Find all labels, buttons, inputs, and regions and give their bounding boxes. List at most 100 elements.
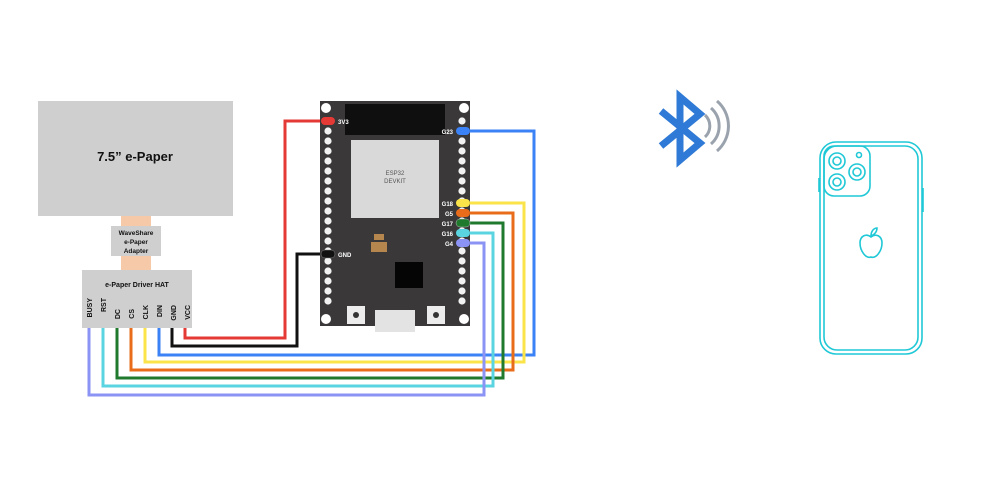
header-pin <box>324 167 332 175</box>
hat-pin-busy: BUSY <box>87 298 94 318</box>
hat-pin-dc: DC <box>115 309 122 319</box>
adapter-line-1: WaveShare <box>119 230 154 237</box>
hat-pin-gnd: GND <box>171 305 178 321</box>
hat-pin-vcc: VCC <box>185 305 192 320</box>
header-pin <box>324 137 332 145</box>
header-pin <box>324 147 332 155</box>
wire-busy <box>87 241 486 397</box>
camera-lens <box>848 163 866 181</box>
esp32-chip <box>351 140 439 218</box>
header-pin <box>458 247 466 255</box>
hat-pin-din: DIN <box>157 305 164 317</box>
pin-g18 <box>456 199 470 207</box>
header-pin <box>324 277 332 285</box>
wire-cs <box>129 211 515 372</box>
hat-pin-clk: CLK <box>143 305 150 319</box>
camera-lens-inner <box>852 167 862 177</box>
chip-line-2: DEVKIT <box>384 179 406 185</box>
header-pin <box>324 157 332 165</box>
pin-gnd <box>320 249 336 259</box>
camera-lens-inner <box>832 177 842 187</box>
mount-hole <box>321 103 331 113</box>
component-smd-2 <box>371 242 387 252</box>
camera-lens-inner <box>832 156 842 166</box>
header-pin <box>458 137 466 145</box>
pin-label-3v3: 3V3 <box>338 120 349 126</box>
boot-button-knob <box>353 312 359 318</box>
pin-g23 <box>456 127 470 135</box>
header-pin <box>324 207 332 215</box>
driver-hat <box>82 270 192 328</box>
wire-vcc <box>183 119 324 340</box>
antenna-area <box>345 104 445 135</box>
phone-inner <box>823 145 919 351</box>
header-pin <box>324 287 332 295</box>
header-pins <box>324 117 466 305</box>
signal-arc-inner <box>703 113 712 139</box>
epaper-title: 7.5” e-Paper <box>97 149 173 164</box>
component-smd-1 <box>374 234 384 240</box>
hat-title: e-Paper Driver HAT <box>105 282 169 289</box>
hat-pin-cs: CS <box>129 309 136 319</box>
bluetooth-icon <box>658 89 730 168</box>
header-pin <box>324 227 332 235</box>
header-pin <box>324 197 332 205</box>
pin-g5 <box>456 209 470 217</box>
epaper-display <box>38 101 233 216</box>
header-pin <box>324 187 332 195</box>
pin-label-g18: G18 <box>442 202 454 208</box>
header-pin <box>458 287 466 295</box>
camera-lens <box>828 152 846 170</box>
epaper-assembly: 7.5” e-Paper WaveShare e-Paper Adapter e… <box>38 101 233 328</box>
header-pin <box>324 177 332 185</box>
phone-body <box>819 141 923 355</box>
wires <box>87 119 536 397</box>
epaper-adapter <box>111 226 161 256</box>
ribbon-lower <box>121 256 151 270</box>
pin-label-g17: G17 <box>442 222 454 228</box>
adapter-line-2: e-Paper <box>124 239 148 246</box>
header-pin <box>458 167 466 175</box>
bluetooth-rune <box>658 89 706 168</box>
camera-flash <box>855 151 863 159</box>
wire-dc <box>115 221 505 380</box>
mount-hole <box>321 314 331 324</box>
header-pin <box>458 277 466 285</box>
header-pin <box>324 267 332 275</box>
wire-gnd <box>170 252 324 348</box>
pin-label-g5: G5 <box>445 212 454 218</box>
iphone-icon <box>818 141 924 355</box>
mount-hole <box>459 314 469 324</box>
apple-leaf <box>870 227 878 238</box>
chip-line-1: ESP32 <box>386 171 405 177</box>
header-pin <box>324 127 332 135</box>
header-pin <box>458 177 466 185</box>
header-pin <box>324 297 332 305</box>
header-pin <box>458 147 466 155</box>
mount-hole <box>459 103 469 113</box>
header-pin <box>458 297 466 305</box>
hat-pin-rst: RST <box>101 297 108 312</box>
header-pin <box>324 257 332 265</box>
reset-button-knob <box>433 312 439 318</box>
apple-logo-icon <box>859 234 883 259</box>
header-pin <box>458 267 466 275</box>
pin-g17 <box>455 218 471 228</box>
wire-din <box>157 129 536 357</box>
header-pin <box>458 157 466 165</box>
header-pin <box>458 117 466 125</box>
header-pin <box>458 257 466 265</box>
pin-g16 <box>456 229 470 237</box>
camera-module <box>823 145 871 197</box>
wire-rst <box>101 231 495 388</box>
camera-lens <box>828 173 846 191</box>
wire-clk <box>143 201 526 364</box>
esp32-board: ESP32 DEVKIT 3V3 GND G23 G18 G5 G17 <box>320 101 471 332</box>
header-pin <box>324 217 332 225</box>
usb-connector <box>375 310 415 332</box>
signal-arc-middle <box>709 106 721 146</box>
header-pin <box>324 237 332 245</box>
pin-g4 <box>456 239 470 247</box>
pin-3v3 <box>321 117 335 125</box>
